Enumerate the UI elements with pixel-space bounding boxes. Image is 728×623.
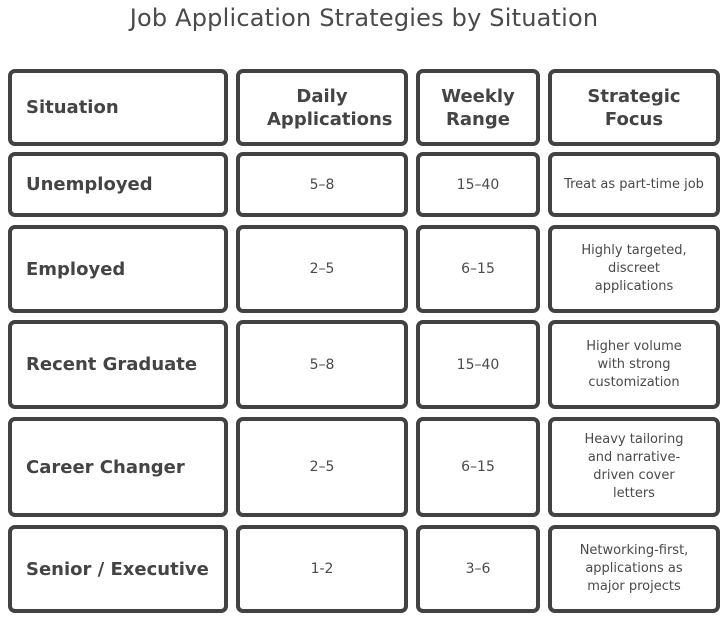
header-daily-applications-label: Daily Applications: [267, 85, 393, 130]
header-weekly-range-label: Weekly Range: [441, 85, 515, 130]
row-weekly: 6–15: [416, 225, 540, 313]
header-situation-label: Situation: [26, 97, 119, 118]
weekly-value: 15–40: [456, 176, 500, 193]
row-weekly: 3–6: [416, 525, 540, 613]
header-daily-applications: Daily Applications: [236, 69, 408, 146]
focus-text: Heavy tailoring and narrative-driven cov…: [584, 432, 684, 501]
daily-value: 2–5: [309, 459, 335, 475]
daily-value: 1-2: [310, 561, 334, 577]
row-weekly: 6–15: [416, 417, 540, 517]
weekly-value: 6–15: [461, 261, 495, 277]
daily-value: 5–8: [309, 176, 335, 193]
focus-text: Networking-first, applications as major …: [579, 543, 689, 594]
row-situation: Career Changer: [8, 417, 228, 517]
row-focus: Networking-first, applications as major …: [548, 525, 720, 613]
row-daily: 5–8: [236, 320, 408, 409]
row-weekly: 15–40: [416, 152, 540, 217]
focus-text: Highly targeted, discreet applications: [581, 243, 687, 294]
header-weekly-range: Weekly Range: [416, 69, 540, 146]
row-weekly: 15–40: [416, 320, 540, 409]
weekly-value: 15–40: [456, 356, 500, 373]
row-situation: Senior / Executive: [8, 525, 228, 613]
row-situation: Unemployed: [8, 152, 228, 217]
header-situation: Situation: [8, 69, 228, 146]
row-daily: 5–8: [236, 152, 408, 217]
situation-label: Career Changer: [26, 456, 185, 478]
header-strategic-focus: Strategic Focus: [548, 69, 720, 146]
daily-value: 2–5: [309, 261, 335, 277]
row-daily: 1-2: [236, 525, 408, 613]
situation-label: Unemployed: [26, 174, 153, 195]
situation-label: Recent Graduate: [26, 354, 198, 375]
situation-label: Employed: [26, 258, 126, 280]
focus-text: Higher volume with strong customization: [586, 338, 682, 390]
weekly-value: 6–15: [461, 459, 495, 475]
row-daily: 2–5: [236, 225, 408, 313]
row-focus: Highly targeted, discreet applications: [548, 225, 720, 313]
situation-label: Senior / Executive: [26, 558, 209, 580]
header-strategic-focus-label: Strategic Focus: [587, 85, 681, 130]
daily-value: 5–8: [309, 356, 335, 373]
focus-text: Treat as part-time job: [564, 176, 704, 192]
row-focus: Treat as part-time job: [548, 152, 720, 217]
weekly-value: 3–6: [465, 561, 491, 577]
diagram-title: Job Application Strategies by Situation: [129, 4, 599, 32]
row-daily: 2–5: [236, 417, 408, 517]
row-situation: Employed: [8, 225, 228, 313]
row-focus: Heavy tailoring and narrative-driven cov…: [548, 417, 720, 517]
row-focus: Higher volume with strong customization: [548, 320, 720, 409]
row-situation: Recent Graduate: [8, 320, 228, 409]
